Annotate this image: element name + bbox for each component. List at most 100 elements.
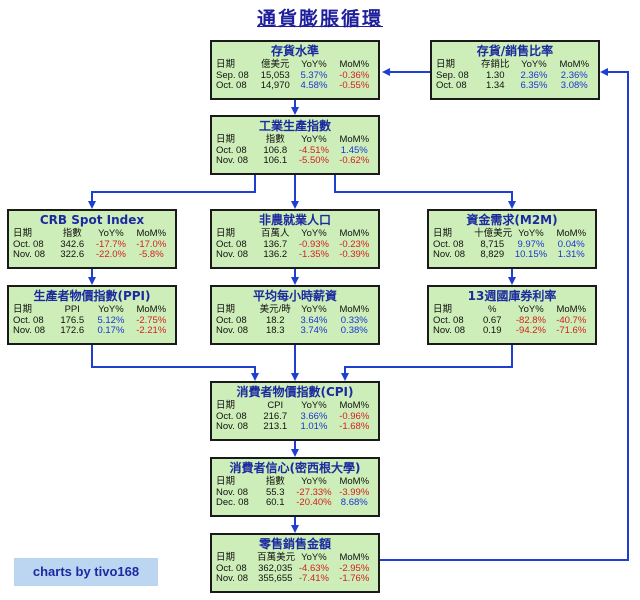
yoy-cell: 3.66%	[300, 410, 328, 422]
yoy-cell: 3.74%	[300, 325, 328, 336]
value-cell: 136.2	[263, 249, 288, 260]
date-cell: Nov. 08	[216, 155, 249, 166]
value-cell: 55.3	[265, 486, 285, 498]
yoy-cell: -17.7%	[95, 238, 126, 250]
header-cell: MoM%	[339, 59, 370, 70]
table-header-row: 日期 CPI YoY% MoM%	[216, 400, 374, 412]
box-title: 零售銷售金額	[258, 537, 331, 551]
value-cell: 60.1	[265, 497, 285, 508]
arrow-tbill-to-cpi	[341, 344, 513, 381]
value-cell: 0.19	[482, 325, 502, 336]
data-table: 日期 存銷比 YoY% MoM% Sep. 08 1.30 2.36% 2.36…	[436, 59, 594, 92]
mom-cell: -40.7%	[556, 314, 587, 326]
header-cell: MoM%	[339, 134, 370, 145]
table-row: Nov. 08 172.6 0.17% -2.21%	[13, 325, 171, 337]
yoy-cell: -27.33%	[296, 486, 332, 498]
value-cell: 0.67	[482, 314, 502, 326]
table-row: Oct. 08 176.5 5.12% -2.75%	[13, 314, 171, 327]
mom-cell: 0.38%	[340, 325, 368, 336]
box-crb-spot-index: CRB Spot Index 日期 指數 YoY% MoM% Oct. 08 3…	[7, 209, 177, 269]
date-cell: Sep. 08	[216, 69, 249, 81]
box-title: 資金需求(M2M)	[466, 213, 558, 227]
yoy-cell: -22.0%	[95, 249, 126, 260]
date-cell: Oct. 08	[433, 238, 464, 250]
mom-cell: -0.96%	[339, 410, 370, 422]
yoy-cell: 6.35%	[520, 80, 548, 91]
value-cell: 8,829	[480, 249, 505, 260]
yoy-cell: 3.64%	[300, 314, 328, 326]
date-cell: Oct. 08	[436, 80, 467, 91]
box-money-demand-m2m: 資金需求(M2M) 日期 十億美元 YoY% MoM% Oct. 08 8,71…	[427, 209, 597, 269]
box-title: 消費者信心(密西根大學)	[229, 461, 361, 475]
value-cell: 342.6	[60, 238, 85, 250]
arrow-industrial-to-m2m	[334, 175, 516, 209]
value-cell: 322.6	[60, 249, 85, 260]
mom-cell: -0.23%	[339, 238, 370, 250]
table-row: Nov. 08 322.6 -22.0% -5.8%	[13, 249, 171, 261]
data-table: 日期 百萬美元 YoY% MoM% Oct. 08 362,035 -4.63%…	[216, 552, 374, 585]
header-cell: YoY%	[521, 59, 547, 70]
header-cell: MoM%	[339, 304, 370, 315]
date-cell: Dec. 08	[216, 497, 249, 508]
value-cell: 362,035	[258, 562, 293, 574]
table-row: Nov. 08 106.1 -5.50% -0.62%	[216, 155, 374, 167]
mom-cell: -2.75%	[136, 314, 167, 326]
date-cell: Sep. 08	[436, 69, 469, 81]
mom-cell: 2.36%	[560, 69, 588, 81]
date-cell: Oct. 08	[216, 314, 247, 326]
mom-cell: -1.76%	[339, 573, 370, 584]
table-row: Oct. 08 362,035 -4.63% -2.95%	[216, 562, 374, 575]
table-row: Nov. 08 213.1 1.01% -1.68%	[216, 421, 374, 433]
table-row: Oct. 08 0.67 -82.8% -40.7%	[433, 314, 591, 327]
date-cell: Oct. 08	[13, 314, 44, 326]
table-row: Nov. 08 18.3 3.74% 0.38%	[216, 325, 374, 337]
value-cell: 1.30	[485, 69, 505, 81]
yoy-cell: 10.15%	[514, 249, 548, 260]
yoy-cell: 4.58%	[300, 80, 328, 91]
credit-label: charts by tivo168	[14, 558, 158, 586]
date-cell: Oct. 08	[216, 562, 247, 574]
header-cell: 指數	[265, 134, 285, 145]
date-cell: Nov. 08	[216, 249, 249, 260]
box-industrial-production: 工業生產指數 日期 指數 YoY% MoM% Oct. 08 106.8 -4.…	[210, 115, 380, 175]
yoy-cell: -0.93%	[298, 238, 329, 250]
mom-cell: -0.39%	[339, 249, 370, 260]
table-header-row: 日期 % YoY% MoM%	[433, 304, 591, 316]
header-cell: 美元/時	[259, 304, 291, 315]
yoy-cell: -1.35%	[298, 249, 329, 260]
value-cell: 18.2	[265, 314, 285, 326]
yoy-cell: -20.40%	[296, 497, 332, 508]
header-cell: 日期	[216, 552, 236, 563]
header-cell: 指數	[265, 476, 285, 487]
yoy-cell: 0.17%	[97, 325, 125, 336]
header-cell: 億美元	[260, 59, 290, 70]
yoy-cell: 9.97%	[517, 238, 545, 250]
header-cell: YoY%	[98, 228, 124, 239]
yoy-cell: -82.8%	[515, 314, 546, 326]
table-row: Sep. 08 15,053 5.37% -0.36%	[216, 69, 374, 82]
header-cell: MoM%	[559, 59, 590, 70]
box-title: 13週國庫券利率	[467, 289, 557, 303]
box-average-hourly-earnings: 平均每小時薪資 日期 美元/時 YoY% MoM% Oct. 08 18.2 3…	[210, 285, 380, 345]
mom-cell: -0.62%	[339, 155, 370, 166]
table-header-row: 日期 指數 YoY% MoM%	[216, 476, 374, 488]
table-row: Nov. 08 355,655 -7.41% -1.76%	[216, 573, 374, 585]
data-table: 日期 指數 YoY% MoM% Oct. 08 106.8 -4.51% 1.4…	[216, 134, 374, 167]
table-header-row: 日期 指數 YoY% MoM%	[13, 228, 171, 240]
box-title: 存貨/銷售比率	[476, 44, 554, 58]
table-row: Oct. 08 216.7 3.66% -0.96%	[216, 410, 374, 423]
table-row: Oct. 08 136.7 -0.93% -0.23%	[216, 238, 374, 251]
table-row: Nov. 08 55.3 -27.33% -3.99%	[216, 486, 374, 499]
box-13-week-tbill-rate: 13週國庫券利率 日期 % YoY% MoM% Oct. 08 0.67 -82…	[427, 285, 597, 345]
box-ppi: 生產者物價指數(PPI) 日期 PPI YoY% MoM% Oct. 08 17…	[7, 285, 177, 345]
mom-cell: 1.31%	[557, 249, 585, 260]
header-cell: 日期	[216, 304, 236, 315]
value-cell: 136.7	[263, 238, 288, 250]
date-cell: Nov. 08	[13, 249, 46, 260]
header-cell: 百萬人	[260, 228, 290, 239]
yoy-cell: 1.01%	[300, 421, 328, 432]
box-title: 非農就業人口	[258, 213, 331, 227]
date-cell: Nov. 08	[433, 325, 466, 336]
mom-cell: 3.08%	[560, 80, 588, 91]
